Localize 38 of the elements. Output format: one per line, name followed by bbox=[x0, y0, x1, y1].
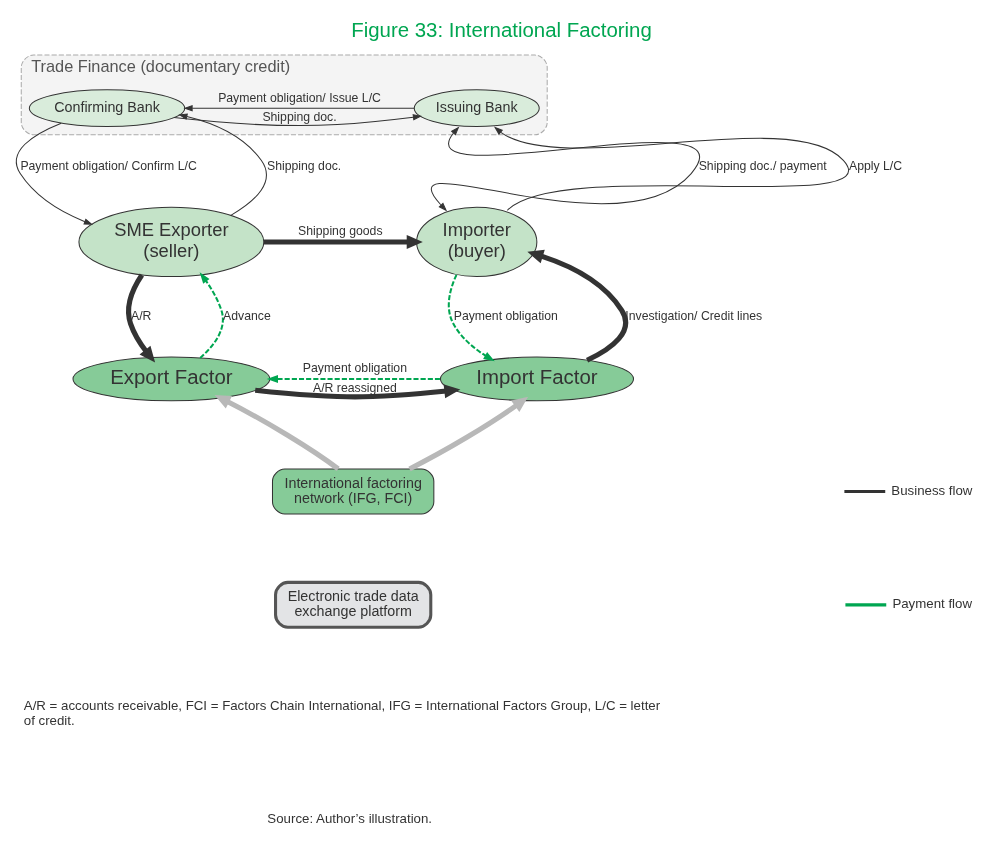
arrow bbox=[182, 105, 415, 112]
edge-label: Payment obligation bbox=[302, 361, 407, 376]
arrow bbox=[407, 396, 528, 472]
edge-label: Investigation/ Credit lines bbox=[624, 309, 762, 324]
arrow bbox=[266, 375, 440, 383]
node-ellipse: Importer (buyer) bbox=[415, 206, 537, 278]
arrow bbox=[430, 126, 700, 212]
edge-label: Shipping goods bbox=[297, 224, 383, 239]
edge-label: Payment obligation/ Confirm L/C bbox=[19, 159, 197, 174]
label: A/R = accounts receivable, FCI = Factors Chain International, IFG = International Factors Group, L/C = letter of credit. bbox=[23, 698, 660, 728]
arrow bbox=[254, 384, 460, 400]
legend-label: Business flow bbox=[890, 482, 972, 498]
arrow bbox=[263, 234, 423, 249]
edge-label: Shipping doc. bbox=[266, 159, 341, 174]
edge-label: Apply L/C bbox=[848, 159, 902, 174]
edge-label: Shipping doc. bbox=[261, 110, 337, 125]
arrow bbox=[447, 274, 495, 362]
node-ellipse: SME Exporter (seller) bbox=[77, 206, 264, 278]
edge-label: Shipping doc./ payment bbox=[698, 159, 827, 174]
node-ellipse: Export Factor bbox=[72, 356, 270, 402]
arrow bbox=[198, 272, 224, 359]
arrow bbox=[125, 273, 155, 363]
arrow bbox=[173, 114, 422, 127]
arrow bbox=[214, 395, 340, 471]
diagram-title: Figure 33: International Factoring bbox=[350, 18, 652, 41]
node-box: International factoring network (IFG, FCI) bbox=[271, 468, 434, 515]
edge-label: A/R bbox=[130, 309, 151, 324]
node-box: Electronic trade data exchange platform bbox=[273, 580, 432, 629]
edge-label: Payment obligation bbox=[453, 309, 558, 324]
label: Source: Author’s illustration. bbox=[266, 810, 432, 826]
edge-label: Payment obligation/ Issue L/C bbox=[217, 90, 381, 105]
edge-label: A/R reassigned bbox=[312, 380, 397, 395]
edge-label: Advance bbox=[222, 309, 271, 324]
arrow bbox=[177, 113, 267, 216]
arrow bbox=[526, 249, 628, 363]
legend-label: Payment flow bbox=[891, 596, 972, 612]
node-ellipse: Confirming Bank bbox=[28, 89, 185, 128]
arrow bbox=[493, 126, 849, 211]
